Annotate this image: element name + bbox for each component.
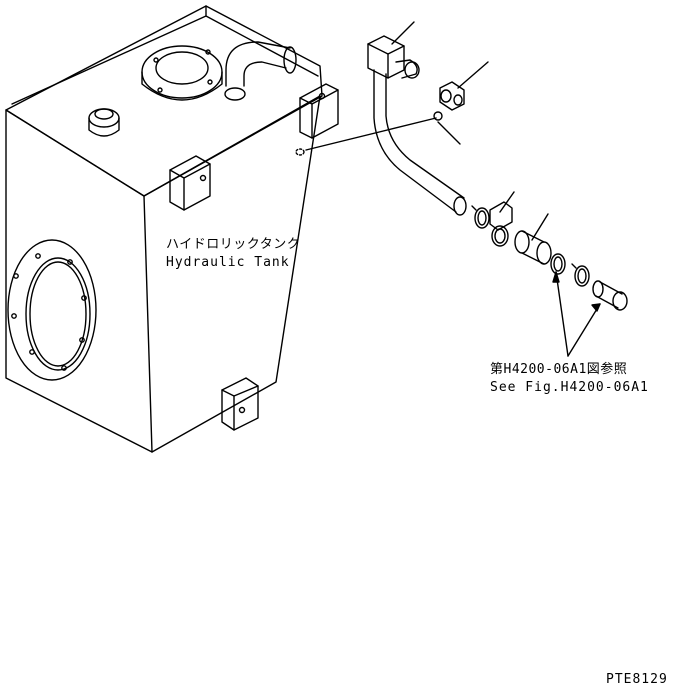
side-flange	[7, 239, 97, 381]
elbow-pipe	[224, 41, 297, 101]
clip-bracket	[489, 201, 513, 231]
tank-label-japanese: ハイドロリックタンク	[166, 237, 301, 252]
hose-clamp-4	[571, 263, 590, 287]
reference-label-english: See Fig.H4200-06A1	[490, 380, 649, 395]
hydraulic-tank	[5, 5, 339, 453]
hose-clamp-2	[491, 225, 509, 247]
breather-cap	[88, 108, 120, 137]
o-ring	[433, 111, 443, 121]
banjo-fitting	[439, 81, 465, 111]
hose-clamp-1	[471, 205, 490, 229]
bent-pipe	[373, 69, 467, 216]
bracket-lower	[221, 377, 259, 431]
tank-label-english: Hydraulic Tank	[166, 255, 290, 270]
bracket-upper-left	[169, 155, 211, 211]
pipe-end	[592, 280, 628, 311]
drawing-code: PTE8129	[606, 672, 668, 687]
hose-clamp-3	[550, 253, 566, 275]
elbow-block	[367, 35, 420, 79]
top-port-flange	[141, 45, 223, 101]
reference-label-japanese: 第H4200-06A1図参照	[490, 362, 628, 377]
leader-tank-port	[305, 117, 437, 151]
bracket-upper-right	[299, 83, 339, 139]
piping-assembly	[367, 35, 628, 311]
leader-lines	[391, 21, 601, 357]
rubber-hose	[514, 230, 552, 265]
